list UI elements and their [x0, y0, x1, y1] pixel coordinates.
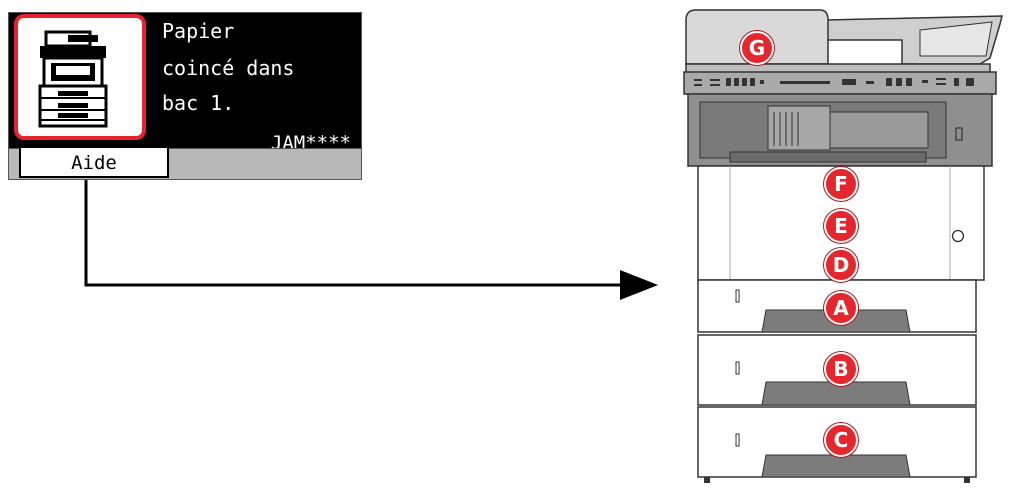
help-button[interactable]: Aide: [19, 148, 169, 178]
badge-g: G: [740, 31, 774, 65]
message-line-3: bac 1.: [162, 91, 235, 115]
badge-b: B: [824, 352, 858, 386]
message-line-2: coincé dans: [162, 56, 295, 80]
badge-e: E: [824, 209, 858, 243]
badge-a: A: [824, 291, 858, 325]
badge-d: D: [824, 248, 858, 282]
badge-f: F: [824, 167, 858, 201]
message-line-1: Papier: [162, 19, 235, 43]
printer-illustration: [683, 9, 1003, 483]
jam-location-highlight: [14, 14, 146, 140]
badge-c: C: [824, 423, 858, 457]
printer-icon: [38, 30, 108, 128]
